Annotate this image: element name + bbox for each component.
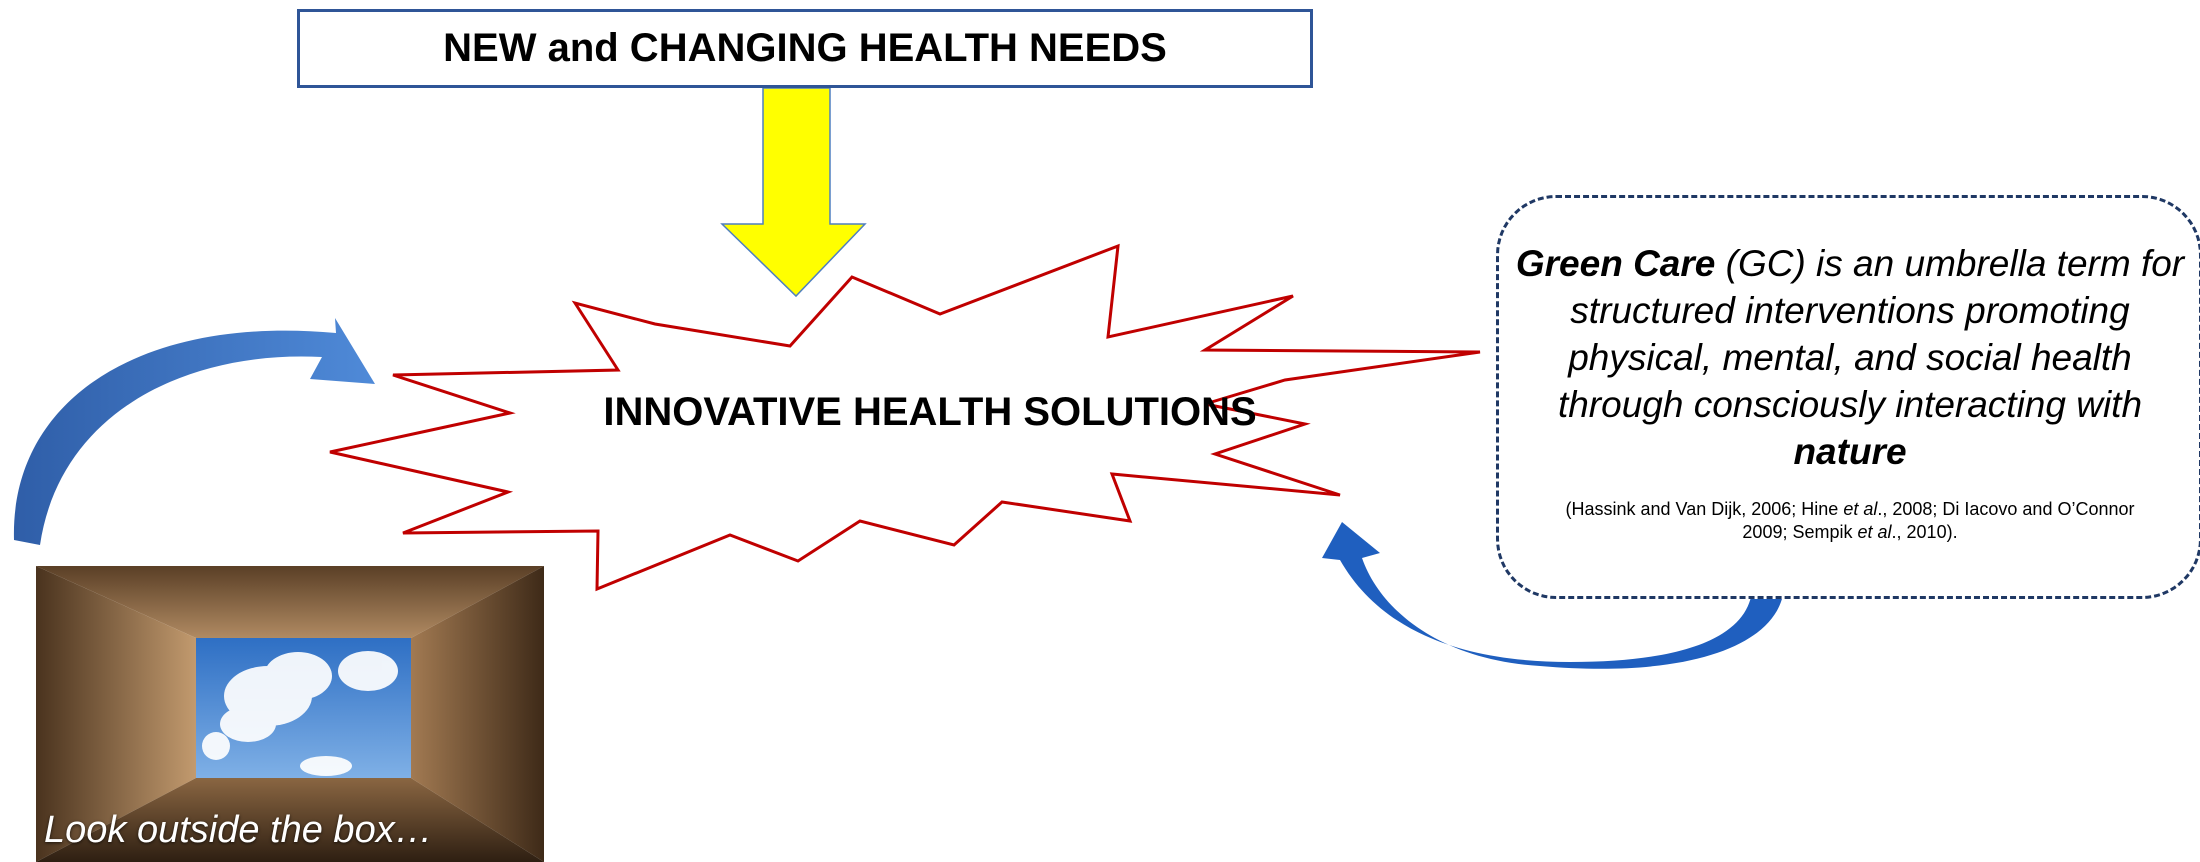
green-care-citation: (Hassink and Van Dijk, 2006; Hine et al.… [1565, 499, 2135, 542]
box-photo-caption: Look outside the box… [44, 809, 433, 851]
box-photo-illustration [36, 566, 544, 862]
green-care-box [1496, 195, 2200, 599]
cardboard-box-photo: Look outside the box… [36, 566, 544, 862]
burst-shape [329, 243, 1481, 592]
innovative-solutions-label: INNOVATIVE HEALTH SOLUTIONS [603, 390, 1257, 434]
green-care-definition: Green Care (GC) is an umbrella term for … [1510, 240, 2190, 475]
health-needs-box: NEW and CHANGING HEALTH NEEDS [297, 9, 1313, 88]
green-care-text: (GC) is an umbrella term for structured … [1557, 243, 2185, 425]
nature-emphasis: nature [1793, 431, 1907, 472]
curved-arrow-left [13, 318, 376, 545]
health-needs-title: NEW and CHANGING HEALTH NEEDS [443, 26, 1167, 70]
down-arrow [720, 87, 867, 298]
green-care-term: Green Care [1515, 243, 1716, 284]
